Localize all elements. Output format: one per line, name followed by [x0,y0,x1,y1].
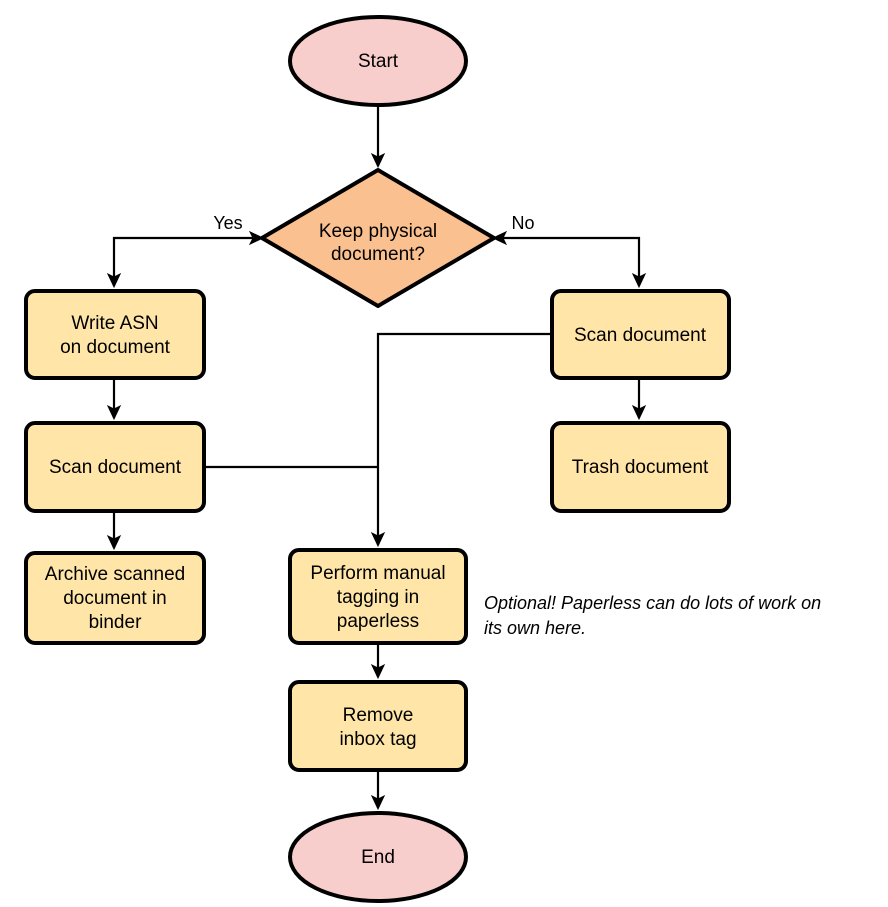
annotation-note: Optional! Paperless can do lots of work … [484,593,821,638]
start-label: Start [358,51,399,72]
end-ellipse[interactable] [288,811,468,903]
node-start[interactable]: Start [288,15,468,107]
edge-scan-right-to-manual-tagging [370,332,552,548]
remove-inbox-tag-label-line1: Remove [343,705,414,726]
remove-inbox-tag-box[interactable] [288,680,468,772]
node-decision-keep-physical-document[interactable]: Keep physical document? [260,168,496,308]
edge-labels-layer: Yes No [213,213,534,233]
node-write-asn[interactable]: Write ASN on document [24,289,206,380]
scan-document-right-box[interactable] [550,289,731,380]
edges-layer [106,106,647,811]
decision-label-line1: Keep physical [319,221,437,242]
end-label: End [361,847,395,868]
note-line-2: its own here. [484,618,586,638]
manual-tagging-label-line1: Perform manual [310,563,445,584]
node-archive-scanned-document[interactable]: Archive scanned document in binder [24,551,206,645]
node-manual-tagging[interactable]: Perform manual tagging in paperless [288,548,468,645]
scan-document-left-label: Scan document [49,457,182,478]
archive-label-line3: binder [89,612,142,633]
scan-document-right-label: Scan document [574,325,707,346]
node-scan-document-right[interactable]: Scan document [550,289,731,380]
edge-label-yes: Yes [213,213,242,233]
archive-box[interactable] [24,551,206,645]
manual-tagging-box[interactable] [288,548,468,645]
note-line-1: Optional! Paperless can do lots of work … [484,593,821,613]
remove-inbox-tag-label-line2: inbox tag [339,729,416,750]
trash-document-label: Trash document [572,457,709,478]
node-scan-document-left[interactable]: Scan document [24,421,206,513]
node-end[interactable]: End [288,811,468,903]
write-asn-label-line1: Write ASN [71,313,158,334]
scan-document-left-box[interactable] [24,421,206,513]
archive-label-line1: Archive scanned [45,564,185,585]
manual-tagging-label-line2: tagging in [337,587,419,608]
start-ellipse[interactable] [288,15,468,107]
edge-decision-yes-to-write-asn [106,230,265,289]
edge-label-no: No [511,213,534,233]
trash-document-box[interactable] [550,421,731,513]
archive-label-line2: document in [63,588,167,609]
write-asn-box[interactable] [24,289,206,380]
decision-diamond[interactable] [260,168,496,308]
node-remove-inbox-tag[interactable]: Remove inbox tag [288,680,468,772]
write-asn-label-line2: on document [60,337,171,358]
manual-tagging-label-line3: paperless [337,611,419,632]
decision-label-line2: document? [331,244,425,265]
node-trash-document[interactable]: Trash document [550,421,731,513]
edge-decision-no-to-scan-right [491,230,647,289]
